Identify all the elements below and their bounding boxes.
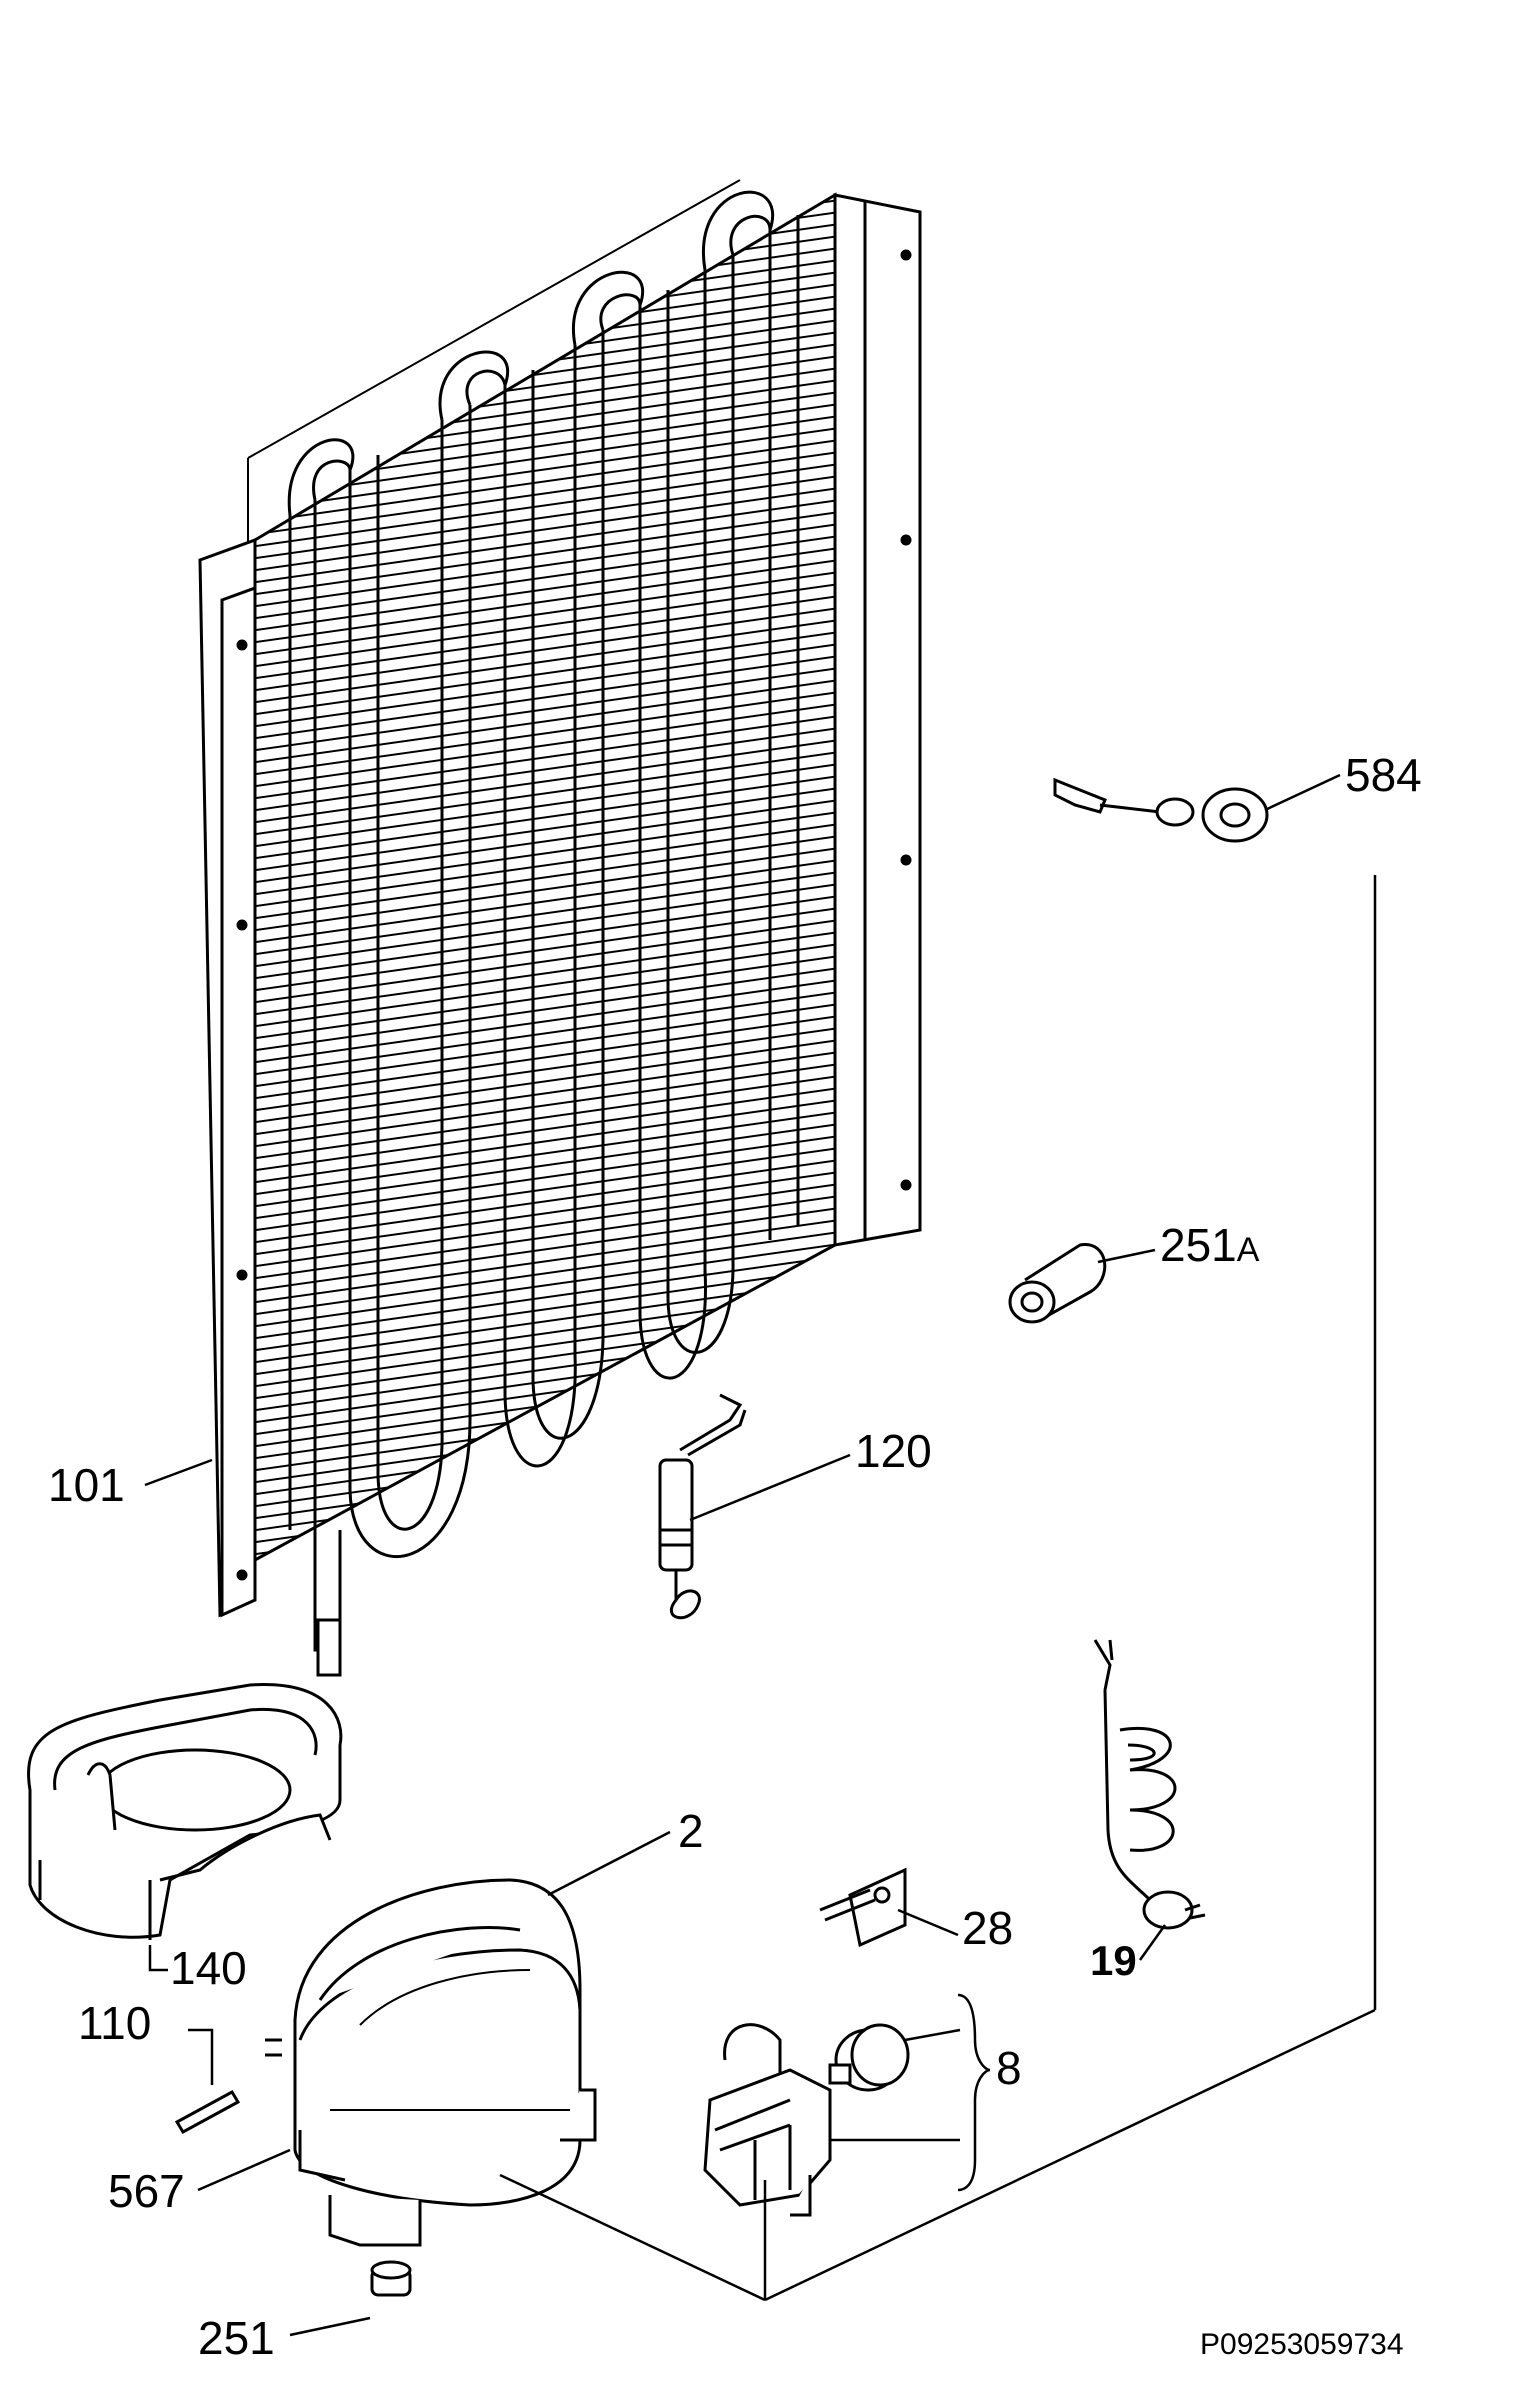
leader-19 xyxy=(1138,1924,1167,1961)
callout-19: 19 xyxy=(1090,1937,1137,1984)
leader-584 xyxy=(1264,773,1341,812)
leader-110 xyxy=(188,2028,214,2085)
part-251a-sleeve xyxy=(1008,1243,1107,1324)
part-120-drier xyxy=(658,1393,747,1620)
part-110-tube xyxy=(174,2089,241,2135)
leader-251 xyxy=(289,2316,371,2337)
part-584-sensor xyxy=(1053,777,1269,843)
callout-8: 8 xyxy=(996,2042,1022,2094)
callout-110: 110 xyxy=(78,1997,152,2049)
part-28-clip xyxy=(819,1867,907,1948)
leader-2 xyxy=(547,1830,671,1897)
part-251-grommet xyxy=(370,2260,412,2297)
callout-251a: 251A xyxy=(1160,1219,1260,1271)
callout-140: 140 xyxy=(170,1942,247,1994)
callout-101: 101 xyxy=(48,1459,125,1511)
leader-28 xyxy=(897,1908,959,1937)
part-19-heater xyxy=(1093,1639,1206,1930)
callout-584: 584 xyxy=(1345,749,1422,801)
part-140-drip-tray xyxy=(27,1683,343,1940)
callout-28: 28 xyxy=(962,1902,1014,1954)
part-2-compressor xyxy=(265,1878,597,2247)
callout-2: 2 xyxy=(678,1805,704,1857)
assembly-frame-lines xyxy=(499,875,1377,2302)
part-8-starter xyxy=(703,2023,910,2217)
leader-567 xyxy=(197,2148,291,2192)
callout-251: 251 xyxy=(198,2312,275,2364)
figure-code: P09253059734 xyxy=(1200,2328,1404,2361)
leader-101 xyxy=(144,1458,213,1487)
leaders-8 xyxy=(830,1993,991,2192)
leader-120 xyxy=(689,1453,851,1522)
leader-140 xyxy=(148,1945,168,1972)
leader-251a xyxy=(1097,1248,1156,1264)
callout-120: 120 xyxy=(855,1425,932,1477)
callout-567: 567 xyxy=(108,2165,185,2217)
condenser xyxy=(198,179,922,1677)
